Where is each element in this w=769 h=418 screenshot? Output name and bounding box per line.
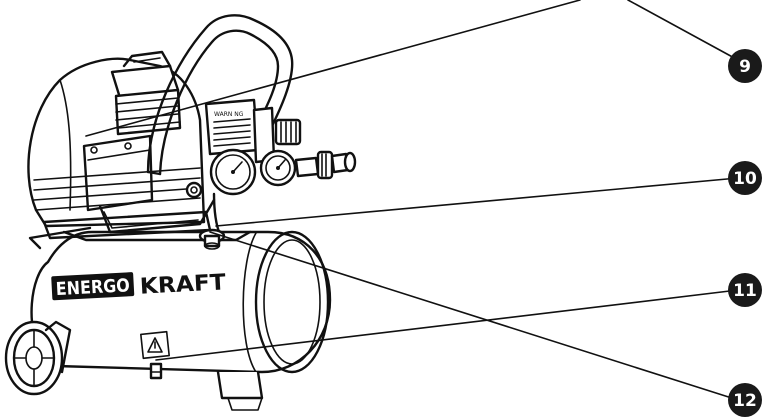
callout-9-number: 9 [739, 57, 751, 77]
callout-11-number: 11 [733, 281, 757, 301]
air-tank [30, 230, 332, 411]
callout-12-number: 12 [733, 391, 757, 411]
frame [82, 134, 216, 234]
warning-triangle-icon [140, 330, 170, 360]
callout-10-number: 10 [733, 169, 757, 189]
tank-pressure-gauge [209, 148, 257, 196]
leader-lines [85, 0, 739, 401]
callout-9: 9 [728, 49, 762, 83]
callout-12: 12 [728, 383, 762, 417]
brand-logo: ENERGO KRAFT [51, 270, 226, 301]
callout-11: 11 [728, 273, 762, 307]
output-pressure-gauge [259, 149, 297, 187]
brand-boxed-word: ENERGO [55, 275, 130, 300]
wheel [4, 320, 72, 396]
regulator-knob [274, 118, 302, 146]
quick-coupler [294, 150, 357, 180]
regulator-assembly: WARN NG [204, 98, 357, 236]
warning-plate: WARN NG [204, 98, 260, 156]
warning-plate-text: WARN NG [214, 111, 244, 118]
brand-second-word: KRAFT [139, 270, 226, 299]
callout-10: 10 [728, 161, 762, 195]
drain-valve [149, 362, 163, 380]
cylinder-head [110, 50, 182, 136]
